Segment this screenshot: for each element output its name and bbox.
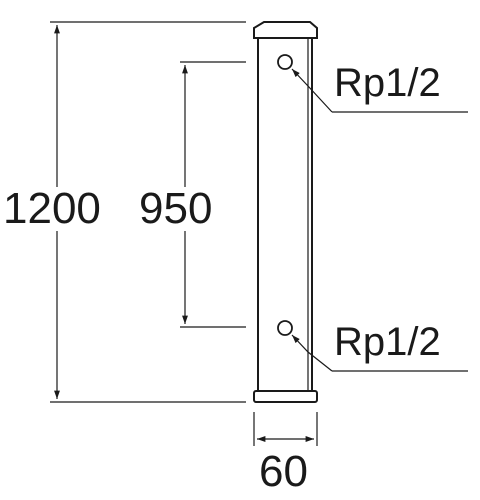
post-base [253, 390, 318, 403]
top-port-leader [291, 68, 333, 113]
bottom-port-circle [277, 320, 293, 336]
post [253, 21, 318, 403]
post-top-cap [253, 21, 318, 39]
width-dimension [253, 412, 318, 446]
pitch-label: 950 [135, 187, 217, 231]
bottom-port-leader [291, 334, 333, 372]
total-height-label: 1200 [2, 184, 102, 233]
post-column [257, 37, 313, 392]
top-port-callout: Rp1/2 [334, 61, 441, 105]
top-port-circle [277, 54, 293, 70]
bottom-port-callout: Rp1/2 [334, 320, 441, 364]
width-label: 60 [259, 447, 308, 496]
